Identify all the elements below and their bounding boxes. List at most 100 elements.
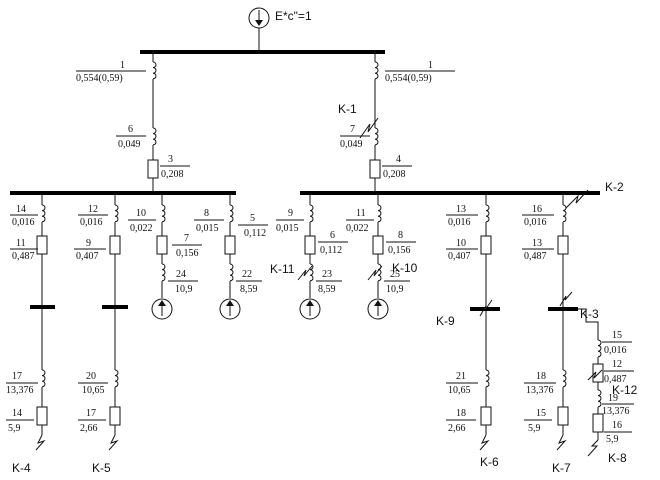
generator-icon: [299, 298, 321, 320]
label-e1-num: 15: [612, 330, 622, 341]
label-e2-num: 12: [612, 359, 622, 370]
label-f3b-num: 10: [456, 238, 466, 249]
generator-icon: [151, 298, 173, 320]
label-f2c-num: 20: [86, 371, 96, 382]
label-g1a-num: 10: [136, 208, 146, 219]
generator-branch-1: [151, 193, 173, 320]
label-g4c-val: 10,9: [386, 284, 404, 295]
label-f4a-num: 16: [532, 204, 542, 215]
fault-label-k6: K-6: [480, 455, 499, 469]
label-hv1-val: 0,554(0,59): [76, 73, 123, 84]
label-f3c-val: 10,65: [448, 385, 471, 396]
fault-arrow-k3: [559, 291, 573, 307]
label-f2c-val: 10,65: [82, 385, 105, 396]
label-hv1-num: 1: [120, 60, 125, 71]
label-f1b-val: 0,487: [12, 251, 35, 262]
fault-label-k8: K-8: [608, 451, 627, 465]
fault-label-k10: K-10: [392, 261, 418, 275]
left-hv-branch: [147, 52, 159, 193]
label-f4b-num: 13: [532, 238, 542, 249]
label-t2b-num: 4: [396, 154, 401, 165]
label-f1b-num: 11: [16, 238, 26, 249]
label-f4d-val: 5,9: [528, 423, 541, 434]
feeder-2: [102, 193, 128, 451]
label-g4a-num: 11: [356, 208, 366, 219]
label-f1c-num: 17: [12, 371, 22, 382]
fault-arrow-k12: [587, 369, 603, 381]
fault-label-k3: K-3: [580, 307, 599, 321]
source-element: E*c"=1: [248, 7, 312, 52]
label-g1b-num: 7: [184, 233, 189, 244]
fault-arrow-k4: [35, 434, 46, 451]
fault-arrow-k8: [587, 439, 599, 457]
label-g3a-val: 0,015: [276, 223, 299, 234]
feeder-4: [548, 193, 578, 451]
fault-label-k2: K-2: [605, 180, 624, 194]
label-f2b-num: 9: [86, 238, 91, 249]
label-f4b-val: 0,487: [524, 251, 547, 262]
generator-branch-3: [297, 193, 321, 320]
label-f3b-val: 0,407: [448, 251, 471, 262]
label-f3a-val: 0,016: [448, 217, 471, 228]
fault-label-k11: K-11: [270, 262, 295, 276]
label-f1d-val: 5,9: [8, 423, 21, 434]
feeder-1: [30, 193, 55, 451]
label-hv2-num: 1: [428, 60, 433, 71]
label-t1a-val: 0,049: [118, 139, 141, 150]
label-t2a-num: 7: [350, 124, 355, 135]
label-e1-val: 0,016: [604, 345, 627, 356]
fault-label-k5: K-5: [92, 461, 111, 475]
label-g3b-val: 0,112: [320, 245, 342, 256]
label-t2b-val: 0,208: [383, 169, 406, 180]
label-f2d-num: 17: [86, 408, 96, 419]
label-f2a-num: 12: [88, 204, 98, 215]
label-g2c-num: 22: [242, 269, 252, 280]
label-g4b-val: 0,156: [388, 245, 411, 256]
label-g1c-val: 10,9: [175, 284, 193, 295]
label-f2a-val: 0,016: [80, 217, 103, 228]
label-g4c-num: 25: [390, 269, 400, 280]
fault-label-k1: K-1: [338, 102, 357, 116]
fault-arrow-k11: [297, 265, 313, 281]
generator-icon: [219, 298, 241, 320]
label-f2b-val: 0,407: [76, 251, 99, 262]
label-f1d-num: 14: [12, 408, 22, 419]
fault-label-k12: K-12: [612, 383, 638, 397]
fault-label-k7: K-7: [552, 461, 571, 475]
label-g1b-val: 0,156: [176, 248, 199, 259]
label-g2b-val: 0,112: [244, 228, 266, 239]
generator-icon: [367, 298, 389, 320]
fault-arrow-k7: [556, 434, 567, 451]
label-f4c-val: 13,376: [526, 385, 554, 396]
label-g2a-val: 0,015: [196, 223, 219, 234]
label-f4c-num: 18: [536, 371, 546, 382]
fault-arrow-k2: [565, 189, 589, 209]
label-e4-num: 16: [612, 420, 622, 431]
label-f3d-num: 18: [456, 408, 466, 419]
label-g2a-num: 8: [204, 208, 209, 219]
fault-arrow-k6: [479, 434, 490, 451]
fault-arrow-k1: [359, 117, 379, 139]
label-g4b-num: 8: [398, 230, 403, 241]
label-t2a-val: 0,049: [340, 139, 363, 150]
generator-branch-2: [219, 193, 241, 320]
fault-arrow-k5: [108, 434, 119, 451]
label-f3c-num: 21: [456, 371, 466, 382]
label-t1b-num: 3: [168, 154, 173, 165]
feeder-3: [470, 193, 500, 451]
label-e2-val: 0,487: [604, 374, 627, 385]
label-f2d-val: 2,66: [80, 423, 98, 434]
fault-label-k4: K-4: [12, 461, 31, 475]
label-g3a-num: 9: [288, 208, 293, 219]
label-e3-num: 19: [608, 393, 618, 404]
label-f3a-num: 13: [456, 204, 466, 215]
label-g2c-val: 8,59: [240, 284, 258, 295]
label-f3d-val: 2,66: [448, 423, 466, 434]
label-f4d-num: 15: [536, 408, 546, 419]
label-g3c-num: 23: [322, 269, 332, 280]
label-g3b-num: 6: [330, 230, 335, 241]
label-g1c-num: 24: [176, 269, 186, 280]
generator-branch-4: [367, 193, 389, 320]
label-g2b-num: 5: [250, 213, 255, 224]
